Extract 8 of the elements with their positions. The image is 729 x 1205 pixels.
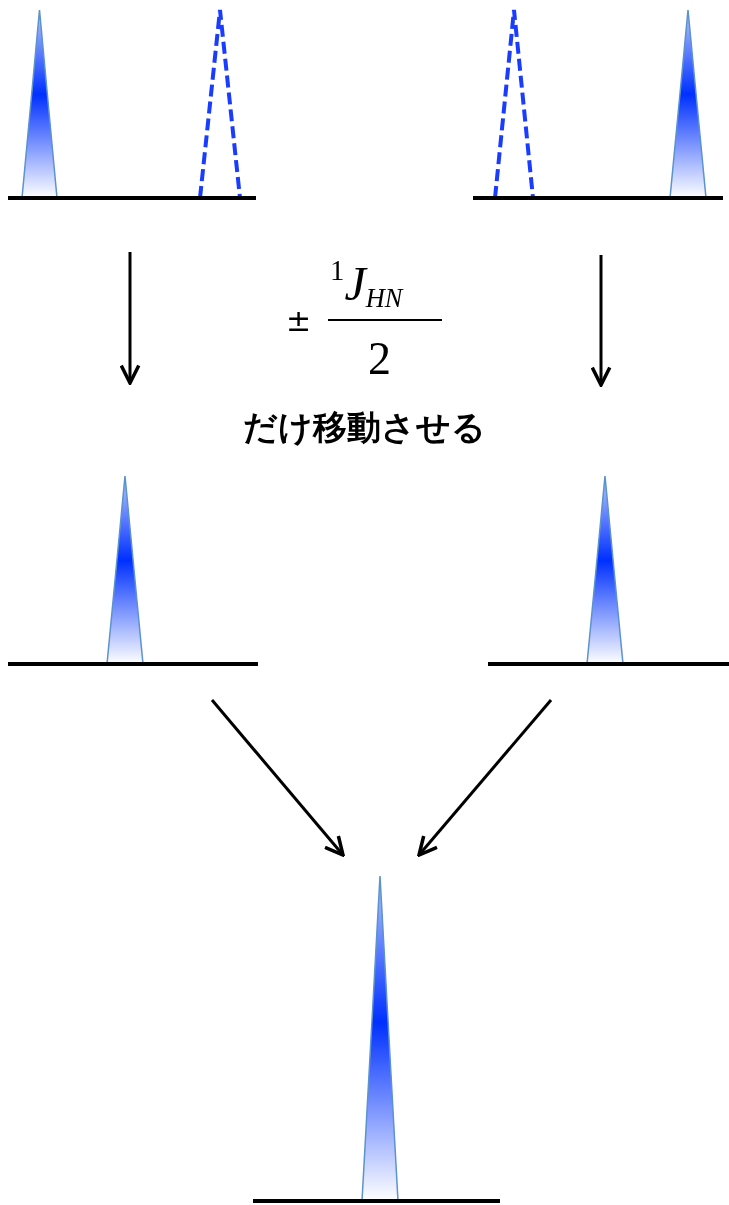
arrow	[210, 699, 345, 857]
caption-text: だけ移動させる	[243, 410, 486, 444]
formula-numerator: $^{1}$J$_{HN}$	[330, 256, 403, 312]
arrow	[417, 699, 553, 857]
arrow	[119, 252, 141, 385]
formula-denominator: 2	[368, 336, 391, 382]
plus-minus-sign: ±	[286, 306, 312, 336]
arrow	[590, 255, 612, 387]
